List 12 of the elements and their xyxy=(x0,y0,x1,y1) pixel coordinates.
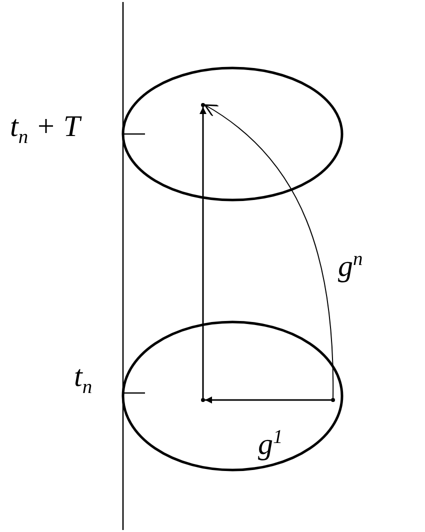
axis-label: t$_{n}$ + T xyxy=(10,112,80,148)
edge-label: g$^{1}$ xyxy=(258,428,283,460)
arrow xyxy=(204,104,334,398)
arrow xyxy=(205,396,331,404)
point-dot xyxy=(201,398,205,402)
ellipse xyxy=(123,322,342,470)
arrow xyxy=(200,107,206,398)
edge-label: g$^{n}$ xyxy=(338,250,363,282)
point-dot xyxy=(331,398,335,402)
ellipse xyxy=(123,68,342,200)
axis-label: t$_{n}$ xyxy=(74,362,92,398)
point-dot xyxy=(201,103,205,107)
